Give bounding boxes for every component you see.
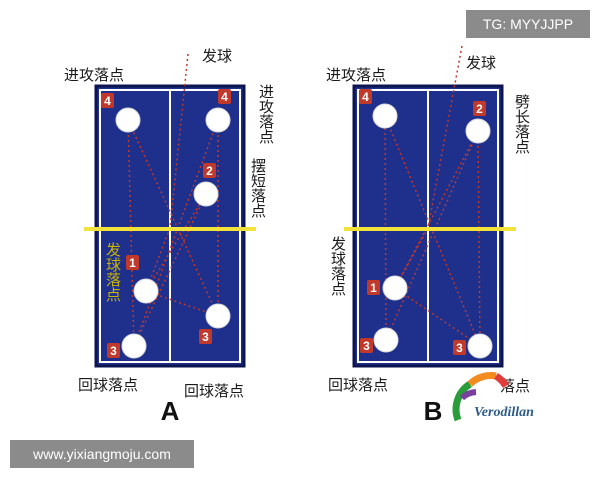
path-b-5 [384,115,481,347]
svg-text:3: 3 [202,330,209,344]
path-b-3 [385,130,479,341]
svg-text:1: 1 [370,281,377,295]
ball-b-2 [465,118,491,144]
svg-text:2: 2 [206,164,213,178]
badge-a-1 [126,255,139,270]
svg-text:4: 4 [221,90,228,104]
label-a-serve: 发球 [202,47,232,65]
svg-text:1: 1 [129,256,136,270]
badge-b-1 [367,280,380,295]
ball-b-3-right [467,333,493,359]
badge-b-3-left [360,338,373,353]
badge-a-3-left [107,343,120,358]
ball-b-3-left [373,327,399,353]
path-a-4 [133,119,219,347]
path-a-2 [145,193,207,292]
badge-b-3-right [453,340,466,355]
diagram-a: 4 4 2 1 3 3 进攻落点 发球 进攻落点 摆短落点 发球落点 回球落点 … [64,47,275,426]
ball-b-4 [372,103,398,129]
label-b-serve-land: 发球落点 [329,236,347,296]
svg-text:3: 3 [456,341,463,355]
label-a-attack-left: 进攻落点 [64,66,124,84]
logo-arc-orange [467,372,497,387]
path-b-1 [394,227,429,289]
logo-arc-red [494,373,509,388]
site-watermark: www.yixiangmoju.com [10,440,194,468]
tg-watermark: TG: MYYJJPP [466,10,590,38]
path-a-6 [127,119,219,317]
badges-b: 4 2 1 3 3 [359,89,486,355]
ball-a-4-left [115,107,141,133]
path-b-7 [477,130,481,347]
path-b-4 [384,115,387,341]
svg-text:2: 2 [476,102,483,116]
label-a-serve-land: 发球落点 [104,242,122,302]
ball-b-1 [382,275,408,301]
logo-arc-green [452,381,473,422]
logo-arc-purple [459,389,477,401]
diagram-b: 4 2 1 3 3 进攻落点 发球 劈长落点 发球落点 回球落点 落点 B [326,45,531,426]
ball-a-4-right [205,107,231,133]
badge-a-2 [203,163,216,178]
badge-a-4-right [218,89,231,104]
label-b-long: 劈长落点 [513,93,531,154]
label-a-attack-right: 进攻落点 [257,84,275,144]
path-b-serve [427,45,463,229]
ball-a-3-right [205,303,231,329]
label-b-serve: 发球 [466,54,496,72]
label-a-return-left: 回球落点 [78,376,138,394]
badge-a-3-right [199,329,212,344]
paths-b [384,45,481,347]
svg-text:3: 3 [363,339,370,353]
path-b-6 [394,287,481,347]
svg-text:4: 4 [362,90,369,104]
ball-a-2 [193,181,219,207]
logo-text: Verodillan [474,405,534,420]
badges-a: 4 4 2 1 3 3 [101,89,231,358]
svg-text:4: 4 [104,94,111,108]
label-a-return-right: 回球落点 [184,382,244,400]
ball-a-1 [133,278,159,304]
path-a-3 [133,193,207,347]
label-b-attack: 进攻落点 [326,66,386,84]
badge-b-2 [473,101,486,116]
ball-a-3-left [121,333,147,359]
label-b-return-right: 落点 [500,377,530,395]
svg-text:3: 3 [110,344,117,358]
label-a-short: 摆短落点 [249,158,267,218]
path-a-serve [169,53,189,229]
badge-b-4 [359,89,372,104]
letter-a: A [161,396,180,426]
verodillan-logo: Verodillan [452,372,534,422]
badge-a-4-left [101,93,114,108]
label-b-return-left: 回球落点 [328,376,388,394]
letter-b: B [424,396,443,426]
